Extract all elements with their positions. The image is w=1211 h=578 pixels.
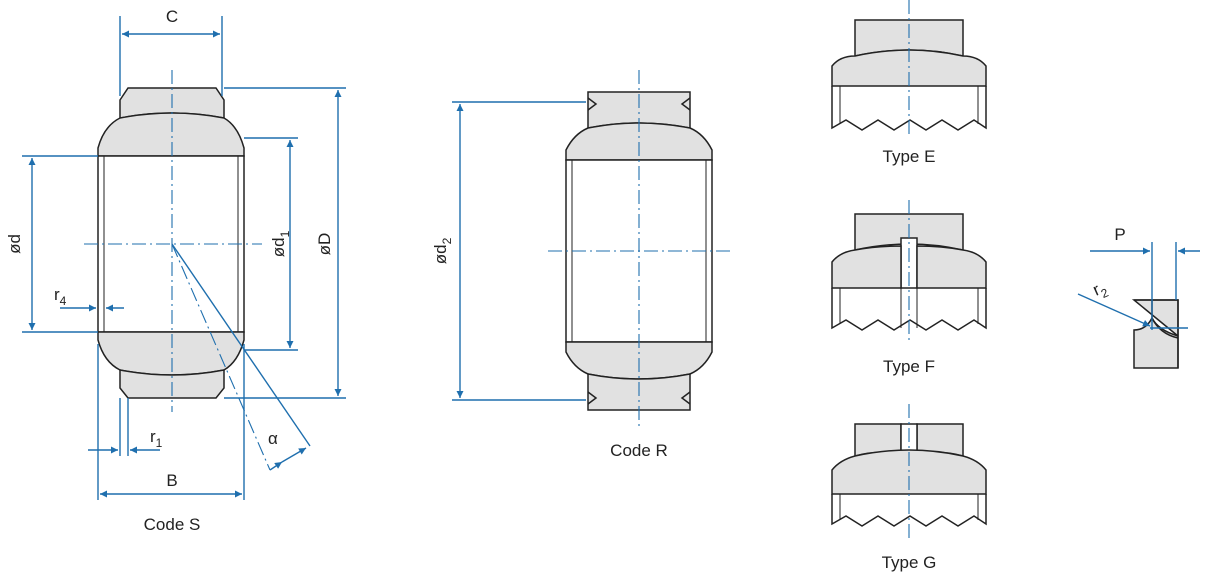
dim-r1-label: r1 (150, 427, 163, 450)
inner-ring-top (97, 112, 245, 157)
type-e-caption: Type E (883, 147, 936, 166)
r-inner-ring-top (565, 122, 713, 161)
dim-phi-d2-label: ød2 (431, 237, 454, 264)
type-g-caption: Type G (882, 553, 937, 572)
type-f-view (831, 200, 987, 342)
inner-ring-bottom (97, 331, 245, 376)
type-e-view (831, 0, 987, 136)
detail-view (1077, 242, 1200, 369)
code-r-view (452, 70, 734, 430)
dim-phi-big-d-label: øD (315, 233, 334, 256)
type-f-caption: Type F (883, 357, 935, 376)
dim-r2-label: r2 (1090, 277, 1111, 303)
dim-p-label: P (1114, 225, 1125, 244)
dim-r4-label: r4 (54, 285, 67, 308)
code-r-caption: Code R (610, 441, 668, 460)
dim-phi-d1-label: ød1 (269, 230, 292, 257)
dim-phi-d-label: ød (5, 234, 24, 254)
type-g-view (831, 404, 987, 540)
bore-body (97, 155, 245, 333)
code-s-view (22, 16, 346, 500)
dim-b-label: B (166, 471, 177, 490)
dim-c-label: C (166, 7, 178, 26)
code-s-caption: Code S (144, 515, 201, 534)
dim-alpha-label: α (268, 429, 278, 448)
